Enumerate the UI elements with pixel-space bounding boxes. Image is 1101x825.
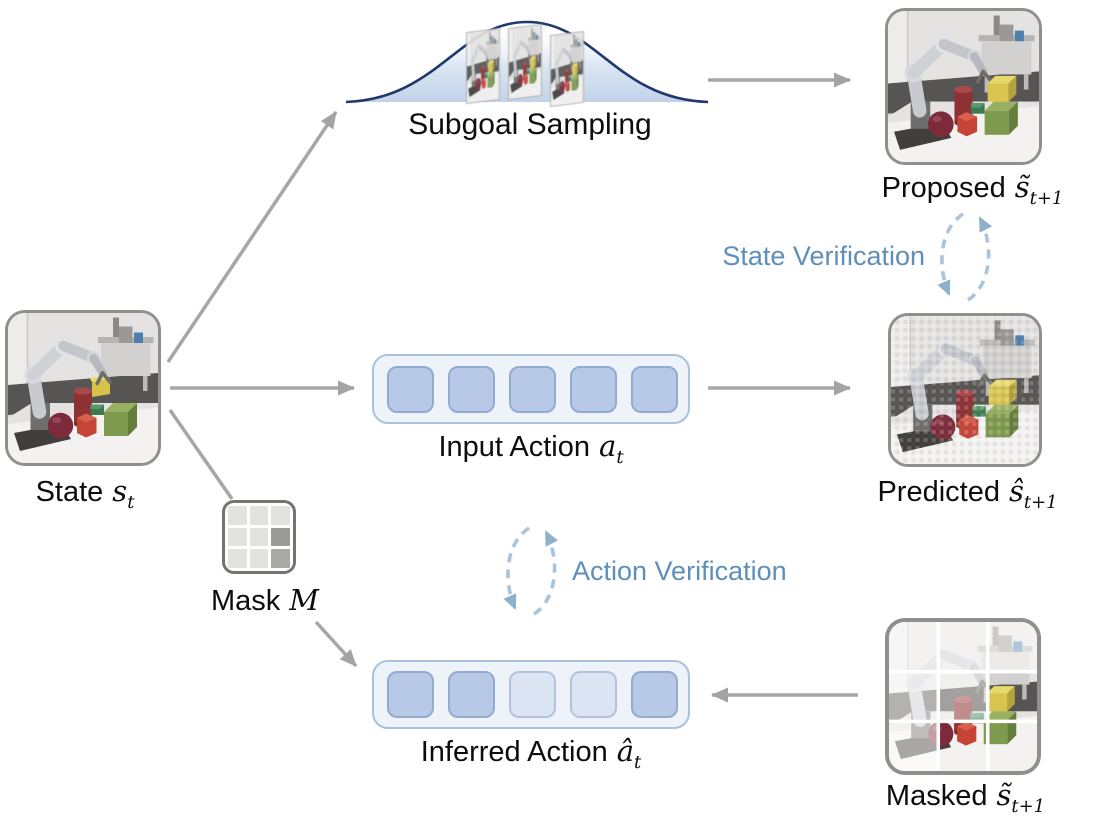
input-action-token-3 — [509, 365, 556, 413]
mask-grid-icon — [222, 500, 296, 574]
input-action-token-1 — [387, 365, 434, 413]
input-action-box — [372, 354, 690, 424]
masked-state-image — [885, 618, 1041, 775]
mask-cell — [249, 549, 269, 568]
mask-label-text: Mask — [211, 585, 281, 617]
mask-cell — [249, 506, 269, 525]
arrow-subgoal-to-proposed — [708, 72, 851, 88]
subgoal-sampling-label: Subgoal Sampling — [350, 108, 710, 142]
inferred-action-token-3 — [509, 671, 556, 718]
mask-cell — [249, 527, 269, 547]
predicted-state-image — [888, 313, 1042, 467]
mask-math: M — [289, 583, 319, 617]
proposed-state-image — [885, 8, 1042, 165]
state-verification-text: State Verification — [722, 241, 925, 271]
mask-cell — [228, 527, 247, 547]
mask-cell — [271, 549, 290, 568]
mask-cell — [271, 506, 290, 525]
subgoal-sample-thumbnail-3 — [550, 30, 584, 108]
arrow-input-action-to-predicted — [708, 380, 851, 396]
inferred-action-token-4 — [570, 671, 617, 718]
subgoal-sampling-text: Subgoal Sampling — [408, 108, 652, 141]
inferred-action-label: Inferred Action ât — [372, 734, 690, 773]
mask-cell — [271, 527, 290, 547]
action-verification-cycle-icon — [503, 526, 559, 616]
subgoal-sample-thumbnail-2 — [508, 23, 542, 101]
inferred-action-box — [372, 660, 690, 729]
input-action-math: at — [599, 429, 624, 468]
state-verification-cycle-icon — [937, 212, 993, 302]
state-image — [5, 310, 161, 466]
inferred-action-token-2 — [448, 671, 495, 718]
predicted-math: ŝt+1 — [1008, 474, 1058, 513]
masked-label-text: Masked — [885, 780, 988, 812]
inferred-action-token-1 — [387, 671, 434, 718]
arrow-mask-to-inferred-action — [314, 620, 358, 668]
arrow-masked-to-inferred-action — [711, 687, 858, 703]
arrow-state-to-input-action — [170, 380, 355, 396]
predicted-label-text: Predicted — [877, 476, 1000, 508]
action-verification-label: Action Verification — [572, 556, 892, 587]
inferred-action-label-text: Inferred Action — [420, 736, 608, 768]
state-label-text: State — [35, 476, 104, 508]
arrow-state-to-subgoal — [166, 111, 338, 363]
action-verification-text: Action Verification — [572, 556, 787, 586]
input-action-token-5 — [631, 365, 678, 413]
input-action-token-2 — [448, 365, 495, 413]
subgoal-sample-thumbnail-1 — [466, 27, 500, 105]
mask-cell — [228, 549, 247, 568]
state-math: st — [112, 474, 135, 513]
proposed-label-text: Proposed — [881, 172, 1006, 204]
mask-cell — [228, 506, 247, 525]
inferred-action-math: ât — [616, 734, 642, 773]
input-action-label-text: Input Action — [438, 431, 591, 463]
proposed-math: s̃t+1 — [1014, 170, 1064, 209]
state-verification-label: State Verification — [630, 241, 925, 272]
masked-math: s̃t+1 — [996, 778, 1046, 817]
line-state-to-mask — [168, 408, 234, 501]
input-action-token-4 — [570, 365, 617, 413]
inferred-action-token-5 — [631, 671, 678, 718]
